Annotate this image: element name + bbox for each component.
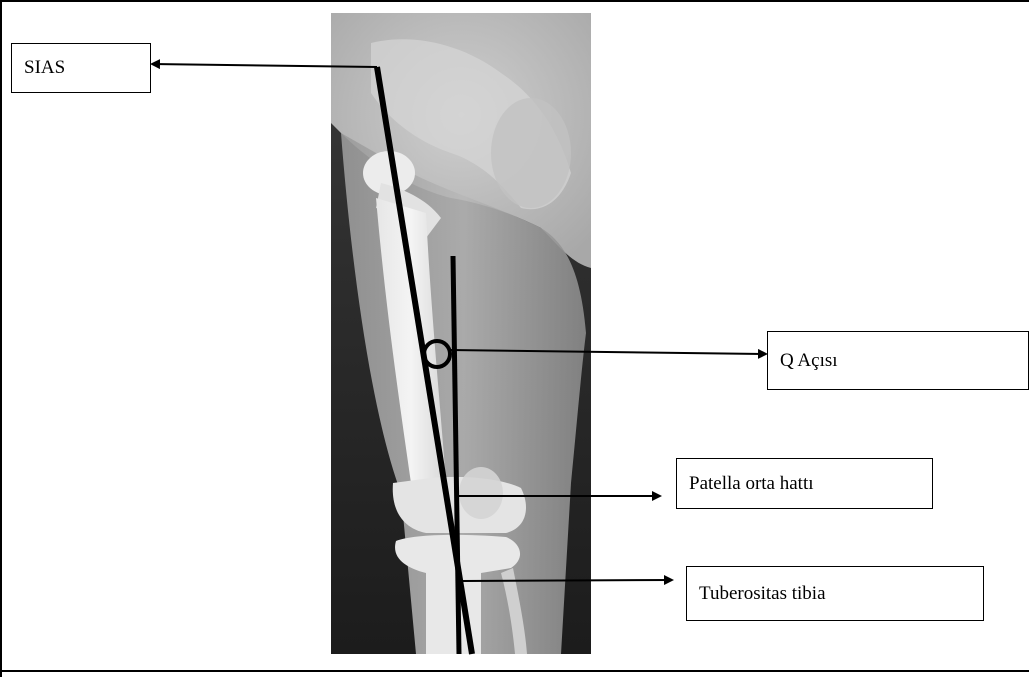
- label-patella-midline-text: Patella orta hattı: [689, 473, 814, 495]
- patellar-tendon-line: [453, 256, 459, 654]
- tuberosity-arrow: [462, 580, 672, 581]
- label-sias: SIAS: [11, 43, 151, 93]
- q-angle-arc: [424, 341, 450, 367]
- label-tibial-tuberosity-text: Tuberositas tibia: [699, 583, 826, 605]
- label-q-angle: Q Açısı: [767, 331, 1029, 390]
- label-sias-text: SIAS: [24, 57, 65, 79]
- label-patella-midline: Patella orta hattı: [676, 458, 933, 509]
- label-tibial-tuberosity: Tuberositas tibia: [686, 566, 984, 621]
- label-q-angle-text: Q Açısı: [780, 350, 838, 372]
- sias-arrow: [152, 64, 377, 67]
- q-angle-arrow: [450, 350, 766, 354]
